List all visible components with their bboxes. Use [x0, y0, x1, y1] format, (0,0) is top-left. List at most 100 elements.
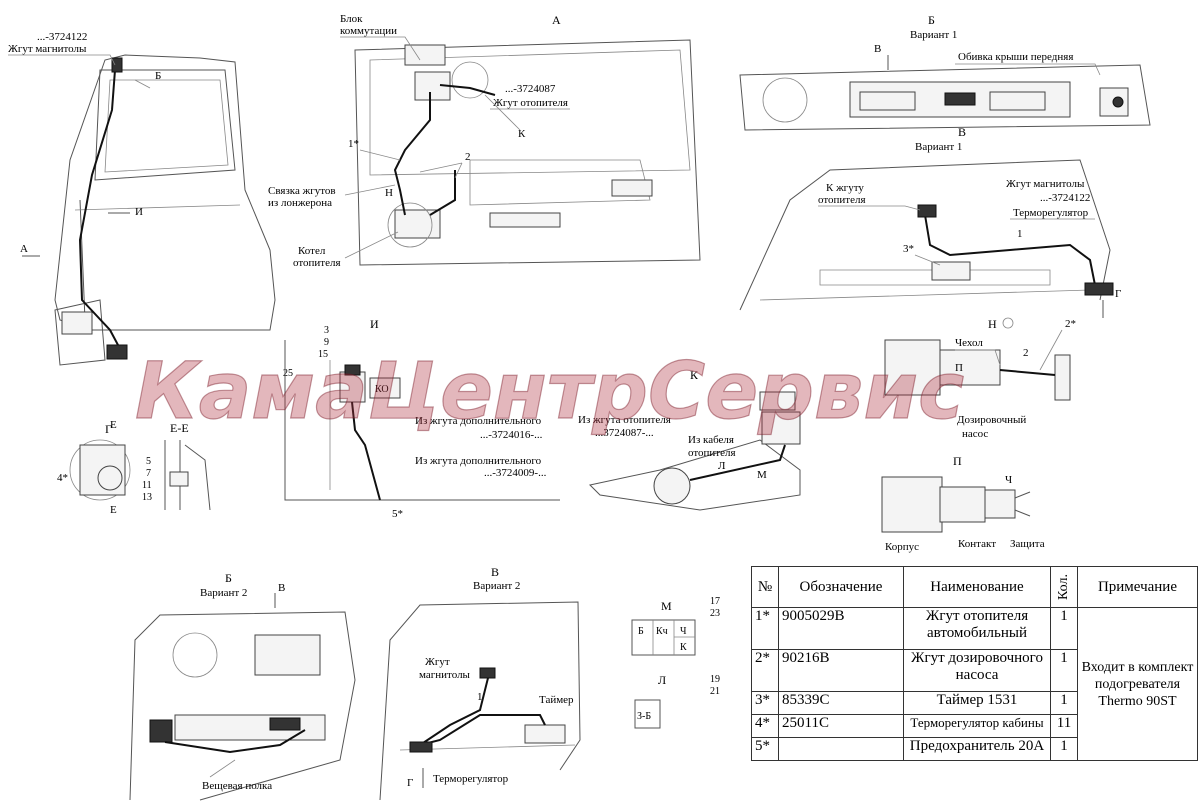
view-V1-subtitle: Вариант 1 [915, 141, 962, 153]
view-N-title: Н [988, 317, 997, 331]
callout-3: 3 [324, 325, 329, 336]
pin-K: К [680, 642, 687, 653]
callout-15: 15 [318, 349, 328, 360]
callout-E-bottom: Е [110, 504, 117, 516]
row-no: 1* [751, 607, 779, 650]
callout-5: 5 [146, 456, 151, 467]
row-qty: 11 [1050, 714, 1078, 738]
zhgut-magn-v2-1: Жгут [425, 656, 450, 668]
callout-11: 11 [142, 480, 152, 491]
kotel-2: отопителя [293, 257, 341, 269]
callout-V-B1: В [874, 43, 881, 55]
table-header-row: № Обозначение Наименование Кол. Примечан… [751, 566, 1199, 608]
korpus-label: Корпус [885, 541, 919, 553]
iz-dop-2: Из жгута дополнительного [415, 455, 542, 467]
row-no: 3* [751, 691, 779, 715]
view-A-side-label: А [20, 243, 28, 255]
code-3724087: ...-3724087 [505, 83, 556, 95]
view-I: И 3 9 15 25 КО Из жгута дополнительного … [283, 317, 560, 520]
svyazka-1: Связка жгутов [268, 185, 336, 197]
zhgut-magn-v2-2: магнитолы [419, 669, 471, 681]
chehol-label: Чехол [955, 337, 983, 349]
callout-G-V1: Г [1115, 288, 1121, 300]
header-code: Обозначение [778, 566, 904, 608]
obivka-label: Обивка крыши передняя [958, 51, 1073, 63]
row-code: 25011С [778, 714, 904, 738]
view-B-variant1: Б Вариант 1 В Обивка крыши передняя [739, 13, 1151, 131]
zhgut-magnitoly-code: ...-3724122 [37, 31, 87, 43]
code-3724122-v1: ...-3724122 [1040, 192, 1090, 204]
view-N: Н Чехол 2 2* П Дозировочный насос [884, 317, 1076, 440]
ko-label: КО [375, 384, 389, 395]
callout-L-K: Л [718, 460, 726, 472]
iz-kabelya-2: отопителя [688, 447, 736, 459]
termoreg-v2: Терморегулятор [433, 773, 509, 785]
iz-dop-1: Из жгута дополнительного [415, 415, 542, 427]
pin-Ch: Ч [680, 626, 687, 637]
callout-M-K: М [757, 469, 767, 481]
k-zhgutu-2: отопителя [818, 194, 866, 206]
view-L-connector: Л 19 21 З-Б [634, 673, 720, 729]
callout-21: 21 [710, 686, 720, 697]
callout-B: Б [155, 70, 161, 82]
callout-Ch: Ч [1005, 474, 1012, 486]
view-A-title: А [552, 13, 561, 27]
row-code: 85339С [778, 691, 904, 715]
view-V1-title: В [958, 125, 966, 139]
veshchevaya-label: Вещевая полка [202, 780, 272, 792]
view-V-variant2: В Вариант 2 Жгут магнитолы 1 Таймер Г Те… [379, 565, 581, 801]
header-name: Наименование [903, 566, 1051, 608]
row-code: 9005029В [778, 607, 904, 650]
row-no: 4* [751, 714, 779, 738]
view-B2-subtitle: Вариант 2 [200, 587, 247, 599]
termoregulyator-v1: Терморегулятор [1013, 207, 1089, 219]
callout-I: И [135, 206, 143, 218]
callout-E-top: Е [110, 419, 117, 431]
view-K-title: К [690, 368, 699, 382]
callout-2-star: 2* [1065, 318, 1076, 330]
iz-dop-1-code: ...-3724016-... [480, 429, 543, 441]
view-B2-title: Б [225, 571, 232, 585]
callout-V-B2: В [278, 582, 285, 594]
view-V2-title: В [491, 565, 499, 579]
view-I-title: И [370, 317, 379, 331]
view-P-title: П [953, 454, 962, 468]
view-G: Г 4* Е Е [57, 419, 131, 516]
callout-N-A: Н [385, 187, 393, 199]
zashchita-label: Защита [1010, 538, 1045, 550]
callout-13: 13 [142, 492, 152, 503]
row-qty: 1 [1050, 691, 1078, 715]
zhgut-magnitoly-v1: Жгут магнитолы [1006, 178, 1085, 190]
blok-kommutacii-2: коммутации [340, 25, 397, 37]
row-qty: 1 [1050, 607, 1078, 650]
view-A-dashboard: А Блок коммутации ...-3724087 Жгут отопи… [268, 13, 701, 269]
pin-B: Б [638, 626, 644, 637]
callout-2-N: 2 [1023, 347, 1029, 359]
callout-25: 25 [283, 368, 293, 379]
callout-23: 23 [710, 608, 720, 619]
svyazka-2: из лонжерона [268, 197, 332, 209]
callout-K-A: К [518, 128, 526, 140]
callout-17: 17 [710, 596, 720, 607]
view-B1-subtitle: Вариант 1 [910, 29, 957, 41]
view-EE: Е-Е 5 7 11 13 [142, 421, 211, 511]
row-no: 5* [751, 737, 779, 761]
callout-9: 9 [324, 337, 329, 348]
iz-kabelya-1: Из кабеля [688, 434, 734, 446]
view-EE-title: Е-Е [170, 421, 189, 435]
callout-G-V2: Г [407, 777, 413, 789]
pin-Kch: Кч [656, 626, 668, 637]
specification-table: № Обозначение Наименование Кол. Примечан… [751, 566, 1199, 761]
row-code [778, 737, 904, 761]
kontakt-label: Контакт [958, 538, 996, 550]
callout-7: 7 [146, 468, 151, 479]
cab-side-view: Б И А ...-3724122 Жгут магнитолы [8, 31, 276, 366]
zhgut-otopitelya: Жгут отопителя [493, 97, 568, 109]
iz-otop: Из жгута отопителя [578, 414, 671, 426]
zhgut-magnitoly-label: Жгут магнитолы [8, 43, 87, 55]
view-G-title: Г [105, 422, 112, 436]
